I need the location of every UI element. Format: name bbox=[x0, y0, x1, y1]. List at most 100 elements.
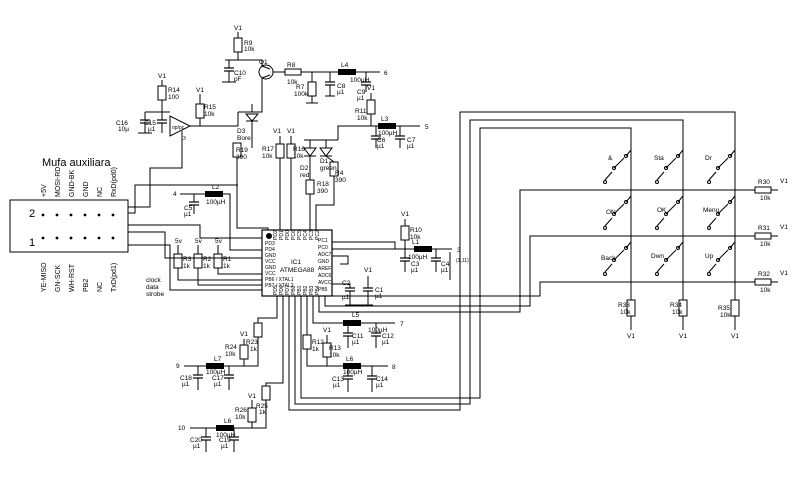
net-label: 5v bbox=[215, 238, 223, 245]
key-switch[interactable]: Back bbox=[601, 241, 632, 276]
ic1-pin-label: PD5 bbox=[273, 285, 279, 295]
net-label: (1,11) bbox=[456, 258, 469, 264]
component-ref: R31 bbox=[758, 225, 770, 232]
resistor-r14 bbox=[157, 85, 167, 101]
component-ref: C3 bbox=[411, 261, 420, 268]
port-label: 8 bbox=[392, 364, 396, 371]
resistor-r26 bbox=[247, 407, 257, 423]
key-switch[interactable]: Dwn bbox=[651, 241, 684, 276]
resistor-r31 bbox=[754, 232, 772, 240]
resistor-r12 bbox=[302, 334, 312, 350]
inductor-l4 bbox=[338, 69, 356, 75]
net-label: V1 bbox=[234, 25, 242, 32]
led-section: D3 Bore R19 390 V1 R17 10k V1 R16 10k D2… bbox=[232, 85, 429, 230]
key-switch[interactable]: & bbox=[603, 149, 632, 184]
ic1-pin-label: PB4 bbox=[315, 285, 321, 295]
component-ref: C20 bbox=[190, 437, 202, 444]
net-label: V1 bbox=[273, 128, 281, 135]
resistor-r18 bbox=[305, 179, 315, 195]
connector-pin-label: WH-RST bbox=[69, 263, 76, 292]
connector-title: Mufa auxiliara bbox=[42, 157, 111, 169]
component-ref: R25 bbox=[256, 403, 268, 410]
connector-pin-label: MOSI-RD bbox=[55, 167, 62, 197]
keypad-matrix: R30 10k V1 R31 10k V1 R32 10k V1 R33 10k… bbox=[288, 111, 788, 411]
component-value: 10k bbox=[244, 46, 255, 53]
component-ref: L7 bbox=[214, 356, 222, 363]
ic1-pin-label: PD6 bbox=[279, 285, 285, 295]
component-value: 1k bbox=[259, 409, 267, 416]
connector-pin-label: PB2 bbox=[83, 279, 90, 292]
component-value: 1k bbox=[223, 263, 231, 270]
component-value: 100µH bbox=[343, 369, 363, 376]
led-d1 bbox=[319, 147, 333, 157]
key-switch[interactable]: ON bbox=[603, 195, 632, 230]
ic1-atmega88: IC1 ATMEGA88 PD3 PD4 GND VCC GND VCC PB6… bbox=[261, 229, 333, 297]
component-ref: R19 bbox=[236, 147, 248, 154]
component-value: 100µH bbox=[206, 199, 226, 206]
ic1-pin-label: PC2 bbox=[315, 230, 321, 240]
key-switch[interactable]: Up bbox=[705, 241, 736, 276]
component-ref: R14 bbox=[168, 87, 180, 94]
component-ref: C5 bbox=[184, 205, 193, 212]
l1-section: V1 R10 10k L1 100µH 3 (1,11) C3 µ1 C4 µ1 bbox=[332, 211, 469, 280]
key-switch[interactable]: Menu bbox=[703, 195, 736, 230]
key-switch[interactable]: Dr bbox=[705, 149, 736, 184]
q1-section: V1 R9 10k C10 pF Q1 R8 10k R7 100k bbox=[222, 25, 388, 113]
ic1-pin-label: PD2 bbox=[273, 230, 279, 240]
component-ref: L6 bbox=[224, 418, 232, 425]
component-value: 100µH bbox=[368, 327, 388, 334]
component-ref: Q1 bbox=[259, 59, 268, 66]
component-value: 100µH bbox=[350, 77, 370, 84]
component-value: pF bbox=[234, 76, 242, 83]
key-switch[interactable]: Sta bbox=[654, 149, 684, 184]
key-label: Up bbox=[705, 253, 714, 260]
net-label: V1 bbox=[731, 333, 739, 340]
inductor-l7 bbox=[206, 363, 224, 369]
component-value: 10k bbox=[760, 195, 771, 202]
component-value: 10k bbox=[357, 115, 368, 122]
component-value: 1k bbox=[250, 346, 258, 353]
resistor-r32 bbox=[754, 278, 772, 286]
component-value: 10k bbox=[225, 351, 236, 358]
connector-row-bottom: 1 bbox=[29, 237, 35, 249]
resistor-r17 bbox=[275, 143, 285, 159]
l7-section: V1 R24 10k R23 1k 9 L7 100µH C18 µ1 C17 … bbox=[176, 296, 278, 390]
component-value: µ1 bbox=[148, 126, 156, 133]
component-value: µ1 bbox=[411, 267, 419, 274]
component-value: 100µH bbox=[206, 369, 226, 376]
net-label: V1 bbox=[780, 224, 788, 231]
key-label: Dr bbox=[705, 155, 713, 162]
component-ref: R17 bbox=[262, 146, 274, 153]
component-value: µ1 bbox=[193, 443, 201, 450]
component-value: 10k bbox=[287, 79, 298, 86]
l5-section: L5 100µH 7 C11 µ1 C12 µ1 bbox=[312, 296, 404, 348]
component-ref: C2 bbox=[342, 280, 351, 287]
port-label: 6 bbox=[384, 70, 388, 77]
component-ref: R3 bbox=[183, 256, 192, 263]
signal-label: data bbox=[146, 284, 159, 291]
component-value: µ1 bbox=[407, 143, 415, 150]
signal-label: clock bbox=[146, 277, 162, 284]
net-label: V1 bbox=[364, 267, 372, 274]
net-label: V1 bbox=[287, 128, 295, 135]
component-ref: R7 bbox=[296, 84, 305, 91]
component-value: 10k bbox=[672, 309, 683, 316]
ic1-pin-label: PD7 bbox=[285, 285, 291, 295]
opamp bbox=[169, 115, 192, 137]
connector-row-top: 2 bbox=[29, 208, 35, 220]
ic1-pin1-dot bbox=[266, 233, 272, 239]
component-value: µ1 bbox=[184, 211, 192, 218]
component-ref: C11 bbox=[352, 333, 364, 340]
key-switch[interactable]: OK bbox=[655, 195, 684, 230]
pullup-resistors: 5v 5v 5v R3 1k R2 1k R1 1k clock data st… bbox=[146, 238, 262, 298]
key-label: ON bbox=[606, 209, 616, 216]
ic1-pin-label: ADC7 bbox=[318, 252, 332, 258]
port-label: 7 bbox=[400, 321, 404, 328]
component-value: 100k bbox=[294, 91, 309, 98]
ic1-pin-label: AREF bbox=[318, 266, 331, 272]
component-ref: C13 bbox=[332, 376, 344, 383]
aux-connector: Mufa auxiliara 2 1 +5V MOSI-RD GND-BK GN… bbox=[9, 157, 129, 292]
component-value: 100µH bbox=[216, 432, 236, 439]
component-ref: R23 bbox=[246, 339, 258, 346]
